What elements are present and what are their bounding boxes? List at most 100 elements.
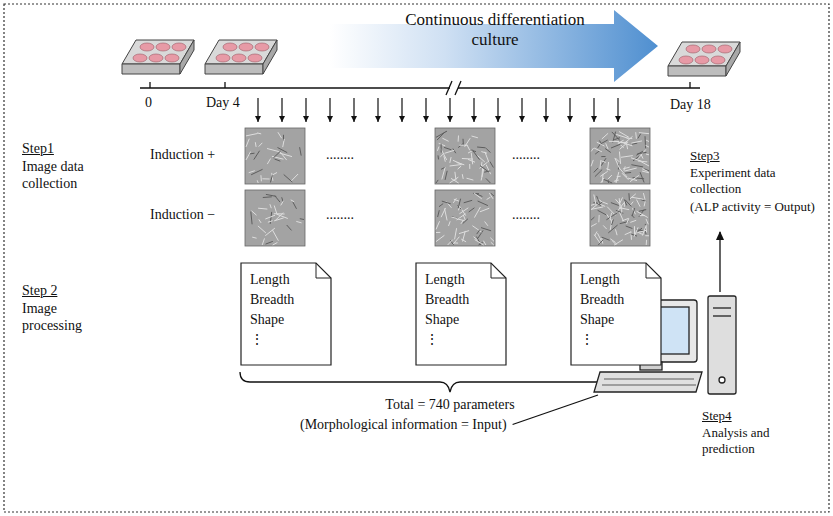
cell-streak	[594, 168, 598, 172]
process-arrow: Continuous differentiation culture	[330, 8, 660, 84]
parameter-name: Breadth	[250, 290, 314, 310]
cell-streak	[619, 132, 629, 138]
cell-streak	[472, 136, 478, 138]
cell-streak	[598, 215, 599, 222]
cell-streak	[645, 136, 647, 148]
cell-streak	[251, 169, 263, 175]
plate-well	[718, 45, 732, 53]
cell-streak	[278, 132, 282, 138]
sheet-border	[416, 263, 506, 365]
cell-streak	[646, 145, 650, 147]
plate-well	[695, 56, 709, 64]
timeline	[140, 81, 700, 95]
input-line	[513, 395, 598, 425]
cell-streak	[458, 199, 460, 209]
cell-streak	[458, 136, 459, 142]
cell-streak	[471, 153, 473, 165]
cell-streak	[481, 228, 491, 231]
cell-streak	[283, 139, 285, 147]
cell-streak	[481, 169, 484, 181]
cell-streak	[262, 178, 269, 179]
cell-streak	[472, 226, 481, 232]
sheet-fold	[491, 263, 506, 278]
cell-streak	[620, 143, 628, 150]
step-heading: Step3	[690, 148, 720, 164]
down-arrow	[377, 98, 378, 122]
cell-streak	[449, 221, 451, 226]
cell-streak	[450, 157, 451, 163]
cell-streak	[481, 162, 483, 167]
down-arrow	[401, 98, 402, 122]
image-ground	[590, 128, 650, 184]
down-arrow	[353, 98, 354, 122]
cell-streak	[605, 149, 611, 153]
cell-streak	[620, 197, 623, 203]
cell-streak	[268, 221, 273, 223]
cell-streak	[436, 232, 440, 233]
cell-streak	[638, 149, 646, 158]
cell-streak	[267, 149, 279, 152]
cell-streak	[246, 139, 249, 147]
image-ground	[245, 190, 305, 246]
cell-streak	[265, 228, 275, 236]
cell-streak	[266, 194, 276, 196]
cell-streak	[591, 160, 593, 166]
cell-streak	[635, 132, 637, 139]
cell-streak	[490, 162, 494, 168]
cell-streak	[601, 156, 605, 157]
cell-streak	[472, 150, 480, 160]
cell-streak	[467, 145, 470, 150]
cell-streak	[591, 217, 594, 220]
cell-streak	[455, 172, 456, 181]
image-ground	[590, 190, 650, 246]
cell-streak	[439, 143, 446, 146]
cell-streak	[616, 172, 619, 183]
plate-well	[223, 43, 237, 51]
cell-streak	[644, 201, 645, 207]
cell-streak	[643, 193, 645, 200]
cell-streak	[441, 144, 442, 153]
cell-streak	[591, 207, 603, 210]
cell-streak	[615, 158, 620, 169]
cell-streak	[442, 138, 448, 141]
down-arrow	[329, 98, 330, 122]
parameter-name: Length	[580, 270, 644, 290]
cell-streak	[293, 202, 297, 209]
cell-streak	[594, 235, 600, 244]
cell-streak	[632, 197, 644, 199]
well-plate	[205, 40, 277, 74]
cell-streak	[591, 204, 595, 205]
cell-streak	[246, 152, 251, 160]
cell-streak	[469, 208, 475, 212]
cell-streak	[262, 238, 264, 245]
cell-streak	[291, 200, 295, 202]
cell-streak	[637, 211, 648, 217]
cell-streak	[491, 193, 494, 196]
cell-streak	[601, 201, 608, 204]
cell-streak	[591, 148, 593, 151]
cell-streak	[458, 166, 462, 169]
cell-streak	[474, 193, 482, 199]
cell-streak	[625, 200, 631, 207]
cell-streak	[457, 214, 466, 220]
annotation-text: ........	[326, 206, 354, 223]
cell-streak	[625, 168, 637, 171]
cell-streak	[272, 173, 277, 176]
cell-streak	[296, 221, 301, 223]
cell-streak	[438, 155, 440, 159]
cell-streak	[486, 165, 491, 175]
cell-streak	[631, 165, 643, 167]
parameter-name: Shape	[425, 310, 489, 330]
cell-streak	[599, 141, 602, 145]
cell-streak	[270, 175, 272, 183]
cell-streak	[274, 206, 277, 214]
cell-streak	[441, 149, 447, 160]
cell-streak	[258, 226, 266, 233]
cell-streak	[616, 229, 618, 235]
cell-streak	[457, 163, 465, 165]
microscope-image	[590, 128, 650, 184]
cell-streak	[611, 144, 621, 148]
cell-streak	[258, 208, 267, 210]
cell-streak	[444, 147, 451, 149]
cell-streak	[483, 241, 486, 245]
